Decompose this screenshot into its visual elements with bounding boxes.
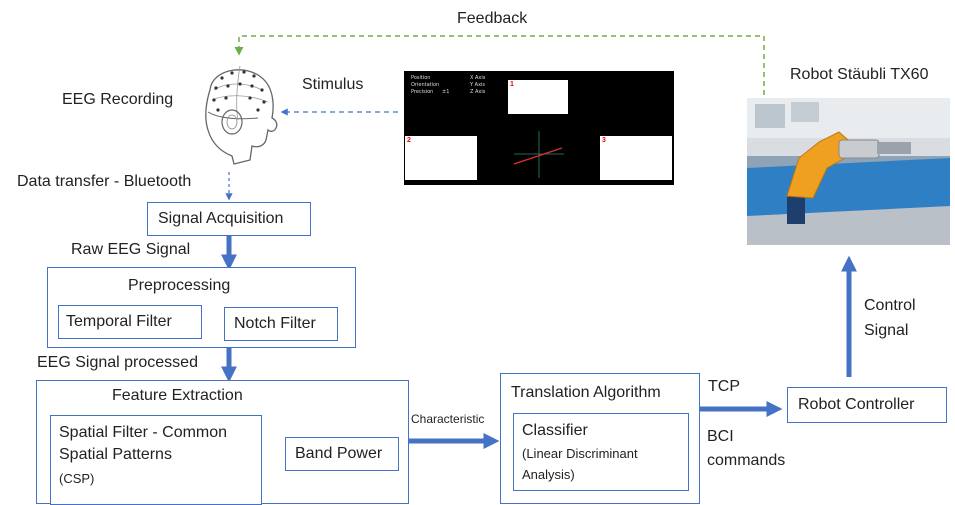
preprocessing-box: Preprocessing Temporal Filter Notch Filt…	[47, 267, 356, 348]
characteristic-label: Characteristic	[411, 412, 485, 426]
signal-label: Signal	[864, 322, 909, 339]
data-transfer-label: Data transfer - Bluetooth	[17, 173, 192, 190]
translation-algorithm-box: Translation Algorithm Classifier (Linear…	[500, 373, 700, 504]
feature-extraction-box: Feature Extraction Spatial Filter - Comm…	[36, 380, 409, 505]
stim-row-axis: Y Axis	[470, 82, 486, 88]
stim-row-label: Precision	[411, 89, 434, 95]
classifier-label: Classifier	[522, 422, 588, 439]
commands-label: commands	[707, 452, 786, 469]
eeg-head-icon	[205, 65, 278, 165]
feedback-arrow	[234, 35, 765, 95]
feature-extraction-title: Feature Extraction	[112, 387, 243, 404]
stim-window-2: 2	[405, 136, 477, 180]
spatial-filter-line2: Spatial Patterns	[59, 446, 172, 463]
band-power-box: Band Power	[285, 437, 399, 471]
spatial-filter-line1: Spatial Filter - Common	[59, 424, 228, 441]
eeg-recording-label: EEG Recording	[62, 91, 174, 108]
robot-photo	[747, 98, 950, 245]
classifier-box: Classifier (Linear Discriminant Analysis…	[513, 413, 689, 491]
temporal-filter-box: Temporal Filter	[58, 305, 202, 339]
robot-controller-label: Robot Controller	[798, 396, 915, 413]
stim-row-axis: X Axis	[470, 75, 486, 81]
classifier-sub-line2: Analysis)	[522, 467, 575, 482]
temporal-filter-label: Temporal Filter	[66, 313, 172, 330]
feedback-label: Feedback	[457, 10, 528, 27]
notch-filter-label: Notch Filter	[234, 315, 316, 332]
stim-axes-icon	[513, 131, 564, 178]
preprocessing-title: Preprocessing	[128, 277, 231, 294]
robot-arm-icon	[747, 98, 950, 245]
signal-acquisition-title: Signal Acquisition	[158, 210, 284, 227]
robot-label: Robot Stäubli TX60	[790, 66, 929, 83]
signal-acquisition-box: Signal Acquisition	[147, 202, 311, 236]
translation-algorithm-title: Translation Algorithm	[511, 384, 661, 401]
spatial-filter-line3: (CSP)	[59, 471, 95, 486]
control-label: Control	[864, 297, 916, 314]
stim-row-label: Orientation	[411, 82, 440, 88]
stim-window-3: 3	[600, 136, 672, 180]
notch-filter-box: Notch Filter	[224, 307, 338, 341]
stimulus-label: Stimulus	[302, 76, 364, 93]
stim-row-axis: Z Axis	[470, 89, 486, 95]
spatial-filter-box: Spatial Filter - Common Spatial Patterns…	[50, 415, 262, 505]
stim-row-label: Position	[411, 75, 431, 81]
stim-window-1: 1	[508, 80, 568, 114]
robot-controller-box: Robot Controller	[787, 387, 947, 423]
raw-eeg-label: Raw EEG Signal	[71, 241, 191, 258]
tcp-label: TCP	[708, 378, 740, 395]
bci-label: BCI	[707, 428, 734, 445]
stimulus-screen: Position X Axis Orientation Y Axis Preci…	[404, 71, 674, 185]
classifier-sub-line1: (Linear Discriminant	[522, 446, 638, 461]
band-power-label: Band Power	[295, 445, 383, 462]
stim-row-value: ±1	[442, 89, 450, 95]
eeg-processed-label: EEG Signal processed	[37, 354, 198, 371]
